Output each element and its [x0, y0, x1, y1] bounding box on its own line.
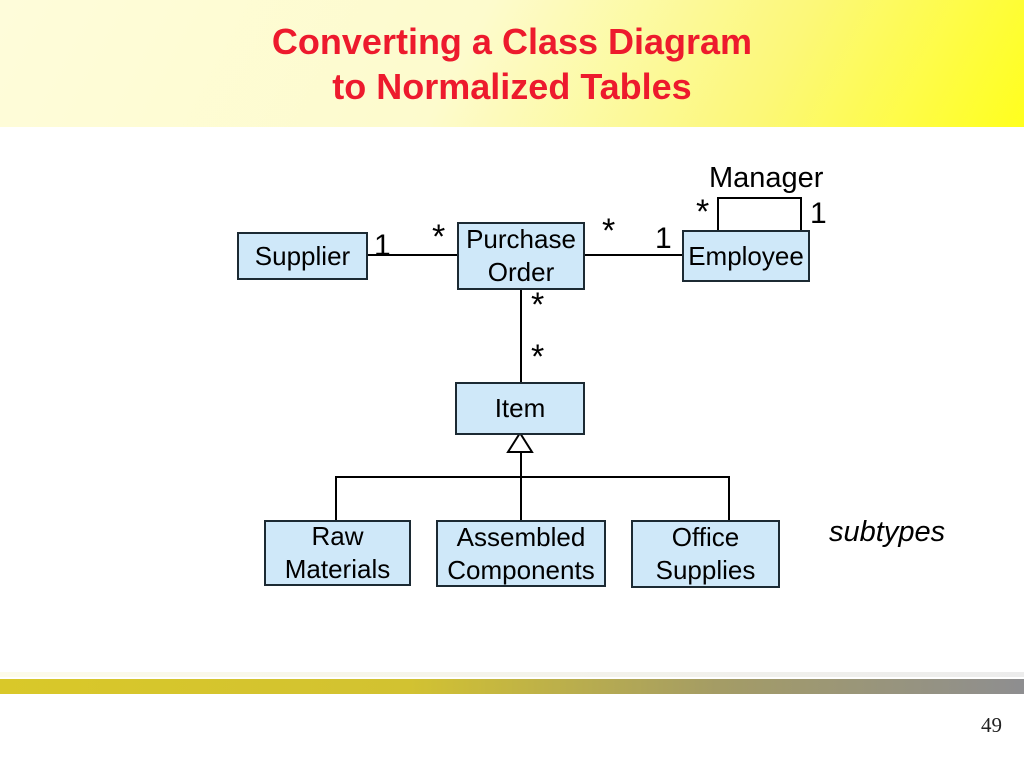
multiplicity-po-item-bottom: * — [531, 338, 545, 376]
generalization-triangle-icon — [506, 432, 534, 453]
association-po-item-line — [520, 290, 522, 382]
class-box-raw-materials: Raw Materials — [264, 520, 411, 586]
page-number: 49 — [981, 713, 1002, 737]
class-box-supplier: Supplier — [237, 232, 368, 280]
multiplicity-po-many-left: * — [432, 218, 446, 256]
multiplicity-po-item-top: * — [531, 286, 545, 324]
class-box-item: Item — [455, 382, 585, 435]
footer-gradient-bar — [0, 679, 1024, 694]
subtype-connector-line — [335, 476, 730, 478]
subtype-stub-assembled-components — [520, 476, 522, 520]
generalization-item-line — [520, 452, 522, 478]
subtypes-annotation: subtypes — [829, 516, 946, 548]
footer-highlight-stripe — [0, 672, 1024, 677]
slide-title: Converting a Class Diagram to Normalized… — [271, 20, 753, 107]
multiplicity-manager-many: * — [696, 193, 710, 231]
manager-role-label: Manager — [709, 162, 824, 194]
slide-header: Converting a Class Diagram to Normalized… — [0, 0, 1024, 127]
class-box-employee: Employee — [682, 230, 810, 282]
multiplicity-manager-one: 1 — [810, 197, 827, 230]
class-box-assembled-components: Assembled Components — [436, 520, 606, 587]
subtype-stub-office-supplies — [728, 476, 730, 520]
multiplicity-po-many-right: * — [602, 212, 616, 250]
class-box-purchase-order: Purchase Order — [457, 222, 585, 290]
association-po-employee-line — [585, 254, 682, 256]
association-supplier-po-line — [368, 254, 457, 256]
subtype-stub-raw-materials — [335, 476, 337, 520]
multiplicity-supplier-one: 1 — [374, 229, 391, 262]
manager-self-association-loop — [717, 197, 802, 230]
multiplicity-employee-one: 1 — [655, 222, 672, 255]
class-box-office-supplies: Office Supplies — [631, 520, 780, 588]
